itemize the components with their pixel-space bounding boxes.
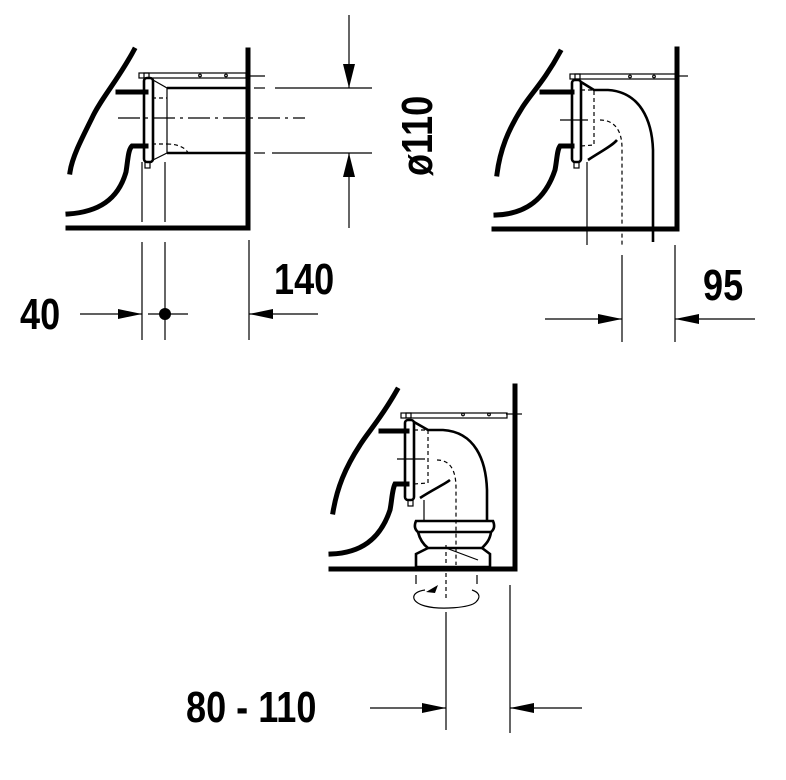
dim-label-pipe-diameter: ø110: [393, 95, 442, 176]
wall-floor-outline: [328, 383, 518, 572]
center-point-marker: [159, 308, 171, 320]
toilet-upper-curve: [494, 48, 564, 177]
toilet-upper-curve: [330, 386, 401, 515]
view-horizontal-outlet: [65, 15, 372, 340]
dim-label-bend-wall-distance: 95: [703, 261, 744, 310]
wall-floor-outline: [65, 47, 251, 231]
dim-label-floor-wall-distance-range: 80 - 110: [186, 683, 317, 732]
toilet-upper-curve: [67, 46, 138, 175]
wall-floor-outline: [491, 46, 680, 232]
dim-label-wall-distance: 140: [274, 255, 335, 304]
dim-label-outlet-offset: 40: [20, 290, 61, 339]
floor-adapter-collar: [413, 519, 496, 534]
toilet-lower-curve: [65, 143, 149, 217]
view-bend-outlet: [491, 46, 755, 342]
toilet-lower-curve: [493, 143, 575, 218]
toilet-lower-curve: [328, 481, 410, 557]
rotate-arrow-icon: [413, 589, 480, 609]
view-floor-outlet: [328, 383, 582, 733]
